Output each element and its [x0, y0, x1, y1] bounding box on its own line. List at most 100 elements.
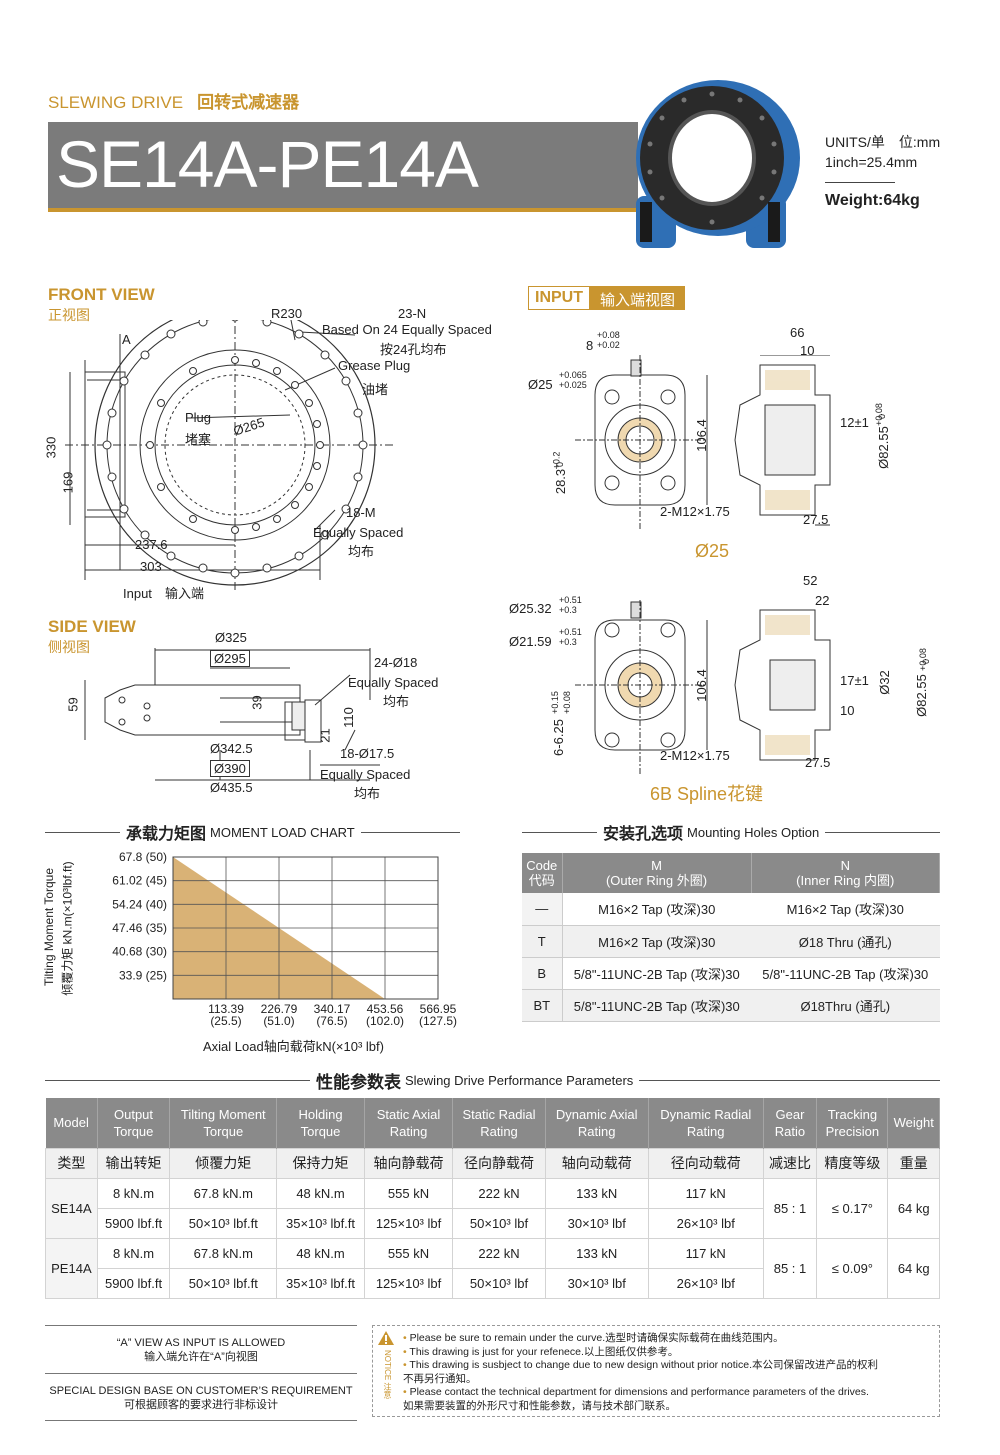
perf-cell: 5900 lbf.ft — [96, 1207, 171, 1239]
perf-cell: 26×10³ lbf — [647, 1207, 764, 1239]
label-237-6: 237.6 — [135, 537, 168, 552]
input-view-badge: INPUT 输入端视图 — [528, 286, 686, 310]
label-28-3-tol-dn: 0 — [555, 461, 566, 468]
label-d295: Ø295 — [210, 650, 250, 667]
perf-cell: 85 : 1 — [762, 1237, 818, 1299]
perf-cell: 222 kN — [452, 1177, 546, 1209]
moment-chart-title-cn: 承载力矩图 — [126, 826, 207, 843]
label-21: 21 — [317, 728, 333, 743]
label-d25-tol-dn: +0.025 — [559, 380, 587, 390]
notice-box: NOTICE 注意 Please be sure to remain under… — [372, 1325, 940, 1417]
chart-ylabel-en: Tilting Moment Torque — [42, 867, 57, 987]
label-18m: 18-M — [346, 505, 376, 520]
label-23n: 23-N — [398, 306, 427, 321]
label-6-6-25: 6-6.25 — [550, 719, 566, 756]
outer-bolt-holes — [102, 320, 368, 578]
perf-cn-cell: 类型 — [45, 1147, 98, 1179]
label-8-tol-dn: +0.02 — [597, 340, 620, 350]
label-106-4-a: 106.4 — [693, 419, 709, 452]
y-tick-label: 54.24 (40) — [112, 897, 167, 911]
label-d25-32: Ø25.32 — [509, 601, 552, 616]
plot-frame — [172, 856, 439, 1000]
performance-title-en: Slewing Drive Performance Parameters — [405, 1073, 634, 1088]
mounting-holes-header: 安装孔选项 Mounting Holes Option — [522, 820, 940, 844]
label-based-on-cn: 按24孔均布 — [380, 342, 447, 357]
label-66: 66 — [790, 325, 805, 340]
header-rule-left — [45, 831, 120, 833]
label-r230: R230 — [271, 306, 303, 321]
label-side-eq1-cn: 均布 — [383, 694, 410, 709]
label-39: 39 — [249, 695, 265, 710]
side-view-drawing — [84, 648, 380, 781]
label-grease-cn: 油堵 — [362, 382, 389, 397]
mounting-holes-title-en: Mounting Holes Option — [687, 824, 820, 840]
moment-chart-title-en: MOMENT LOAD CHART — [210, 824, 355, 840]
perf-cell: 222 kN — [452, 1237, 546, 1269]
perf-cell: 50×10³ lbf.ft — [169, 1267, 278, 1299]
input-badge-cn: 输入端视图 — [590, 286, 686, 310]
product-image — [636, 80, 800, 248]
label-d342-5: Ø342.5 — [210, 741, 253, 756]
perf-cell: 555 kN — [363, 1237, 454, 1269]
y-tick-label: 40.68 (30) — [112, 945, 167, 959]
label-8: 8 — [586, 338, 594, 353]
series-en: SLEWING DRIVE — [48, 93, 184, 112]
weight-value: Weight:64kg — [825, 192, 920, 209]
label-plug-cn: 堵塞 — [185, 432, 212, 447]
performance-header: 性能参数表 Slewing Drive Performance Paramete… — [45, 1068, 940, 1093]
holes-n: M16×2 Tap (攻深)30 — [751, 893, 940, 926]
notice-label: NOTICE 注意 — [383, 1350, 392, 1399]
perf-cell: 125×10³ lbf — [363, 1207, 454, 1239]
perf-cn-cell: 减速比 — [762, 1147, 818, 1179]
motor-cap-right — [768, 202, 780, 242]
holes-code: B — [522, 957, 563, 990]
footer-a-view-en: “A” VIEW AS INPUT IS ALLOWED — [116, 1337, 286, 1349]
label-side-eq2: Equally Spaced — [320, 767, 411, 782]
label-303: 303 — [140, 559, 162, 574]
label-input: Input 输入端 — [123, 583, 204, 602]
perf-cell: 50×10³ lbf — [452, 1207, 546, 1239]
label-22: 22 — [815, 593, 830, 608]
perf-body: 类型输出转矩倾覆力矩保持力矩轴向静载荷径向静载荷轴向动载荷径向动载荷减速比精度等… — [45, 1147, 940, 1299]
header-rule-right — [360, 831, 460, 833]
perf-cell: PE14A — [45, 1237, 98, 1299]
perf-cell: 30×10³ lbf — [544, 1207, 649, 1239]
caption-spline: 6B Spline花键 — [650, 784, 764, 804]
perf-cn-cell: 重量 — [887, 1147, 940, 1179]
label-10-b: 10 — [840, 703, 855, 718]
holes-m: 5/8"-11UNC-2B Tap (攻深)30 — [562, 989, 752, 1022]
perf-cell: 50×10³ lbf — [452, 1267, 546, 1299]
label-d25-32-tol-dn: +0.3 — [559, 605, 577, 615]
label-10-a: 10 — [800, 343, 815, 358]
holes-m: 5/8"-11UNC-2B Tap (攻深)30 — [562, 957, 752, 990]
y-tick-label: 33.9 (25) — [119, 968, 167, 982]
perf-cell: 133 kN — [544, 1177, 649, 1209]
performance-title-cn: 性能参数表 — [316, 1073, 401, 1092]
holes-rule-left — [522, 831, 597, 833]
spline-section-hatch — [765, 615, 810, 755]
label-grease: Grease Plug — [338, 358, 411, 373]
label-28-3: 28.3 — [553, 468, 569, 495]
holes-n: 5/8"-11UNC-2B Tap (攻深)30 — [751, 957, 940, 990]
notice-item-cont: 不再另行通知。 — [403, 1372, 477, 1385]
label-based-on: Based On 24 Equally Spaced — [322, 322, 492, 337]
x-tick-label-imperial: (127.5) — [419, 1014, 457, 1028]
holes-m: M16×2 Tap (攻深)30 — [562, 893, 752, 926]
y-tick-label: 47.46 (35) — [112, 921, 167, 935]
perf-cn-cell: 轴向静载荷 — [363, 1147, 454, 1179]
label-input-en: Input — [123, 586, 152, 601]
perf-cell: 64 kg — [887, 1177, 940, 1239]
x-tick-label-imperial: (51.0) — [263, 1014, 294, 1028]
label-side-eq2-cn: 均布 — [354, 786, 381, 801]
x-tick-label: 453.56 — [367, 1002, 404, 1016]
notice-item: This drawing is susbject to change due t… — [403, 1359, 878, 1373]
bore — [670, 112, 754, 204]
